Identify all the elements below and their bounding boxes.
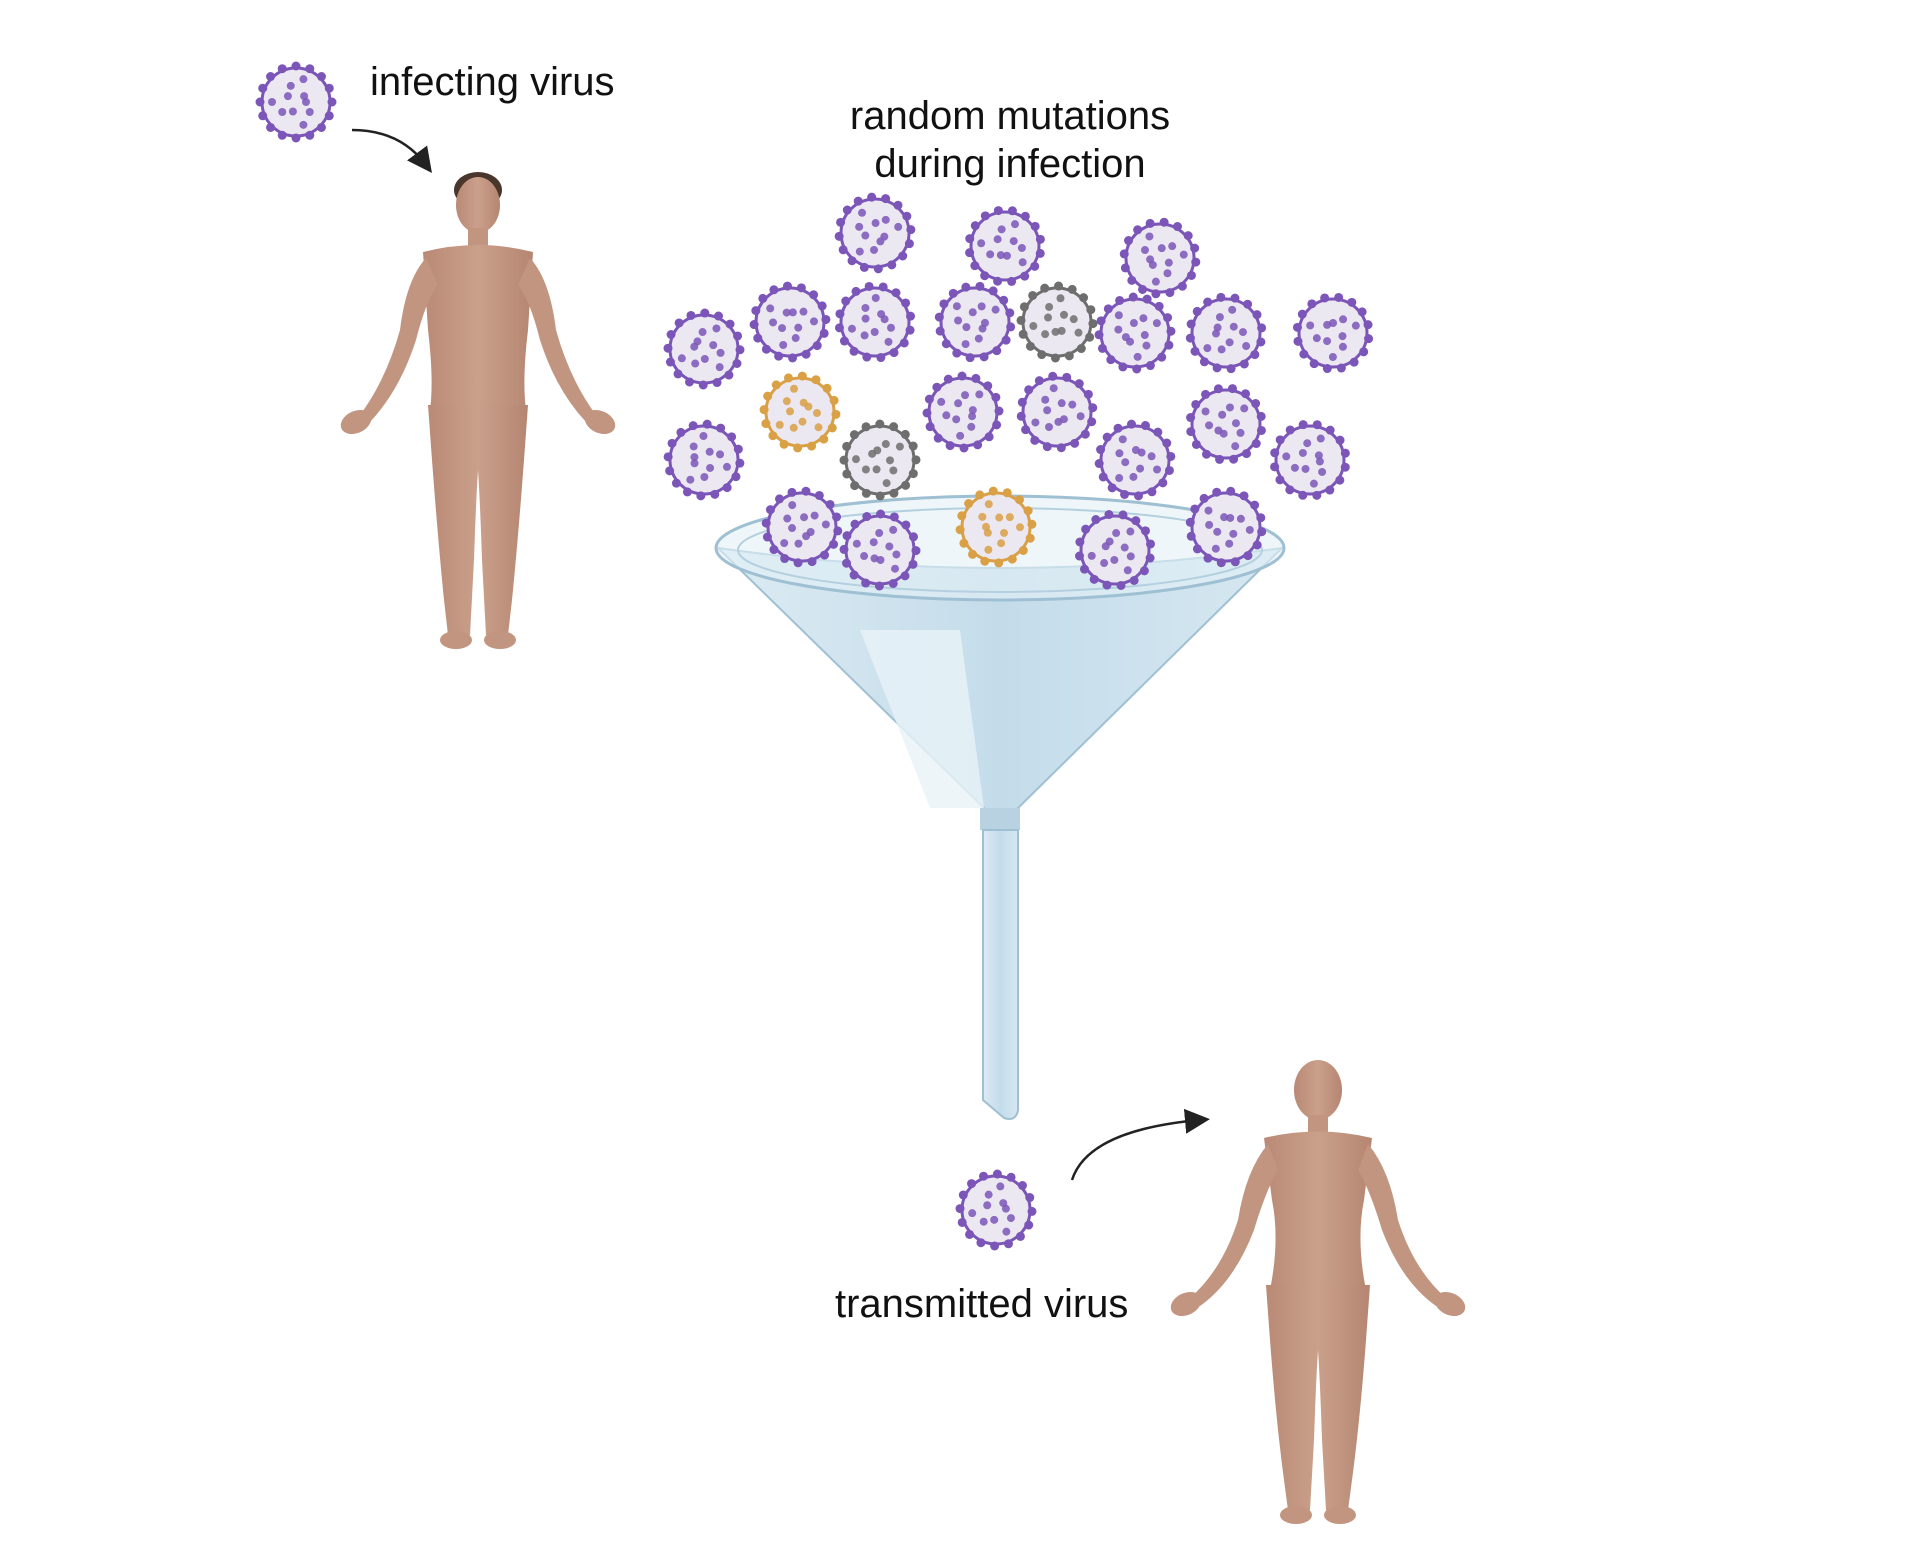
virus-particle-gray	[1016, 281, 1098, 363]
transmitted-virus-label: transmitted virus	[835, 1282, 1129, 1326]
infecting-virus-icon	[255, 61, 337, 143]
random-mutations-label: random mutations during infection	[830, 92, 1190, 188]
virus-particle-purple	[1016, 371, 1098, 453]
virus-particle-purple	[1186, 384, 1266, 464]
virus-particle-purple	[834, 281, 916, 363]
virus-particle-purple	[1270, 420, 1350, 500]
virus-particle-gray	[839, 419, 921, 501]
virus-particle-purple	[934, 281, 1016, 363]
virus-particle-purple	[1075, 510, 1155, 590]
virus-particles	[255, 61, 1374, 1251]
virus-particle-purple	[1094, 292, 1176, 374]
virus-particle-purple	[922, 371, 1004, 453]
virus-particle-purple	[1292, 292, 1374, 374]
transmission-arrow	[1070, 1108, 1210, 1181]
virus-particle-purple	[1094, 419, 1176, 501]
transmitted-virus-icon	[955, 1169, 1037, 1251]
virus-particle-purple	[761, 486, 843, 568]
random-mutations-line-2: during infection	[874, 142, 1146, 186]
virus-particle-purple	[663, 419, 745, 501]
virus-particle-purple	[1119, 217, 1201, 299]
source-person-figure	[340, 172, 616, 649]
virus-particle-purple	[1185, 292, 1267, 374]
virus-particle-purple	[749, 281, 831, 363]
funnel-bottleneck	[714, 494, 1286, 1120]
virus-particle-purple	[839, 509, 921, 591]
infection-arrow	[351, 128, 432, 174]
virus-particle-purple	[965, 206, 1045, 286]
virus-particle-purple	[834, 192, 916, 274]
virus-particle-purple	[663, 308, 745, 390]
virus-particle-orange	[759, 371, 841, 453]
virus-particle-orange	[955, 486, 1037, 568]
random-mutations-line-1: random mutations	[849, 94, 1171, 138]
virus-particle-purple	[1185, 486, 1267, 568]
recipient-person-figure	[1170, 1060, 1466, 1524]
infecting-virus-label: infecting virus	[370, 60, 615, 104]
